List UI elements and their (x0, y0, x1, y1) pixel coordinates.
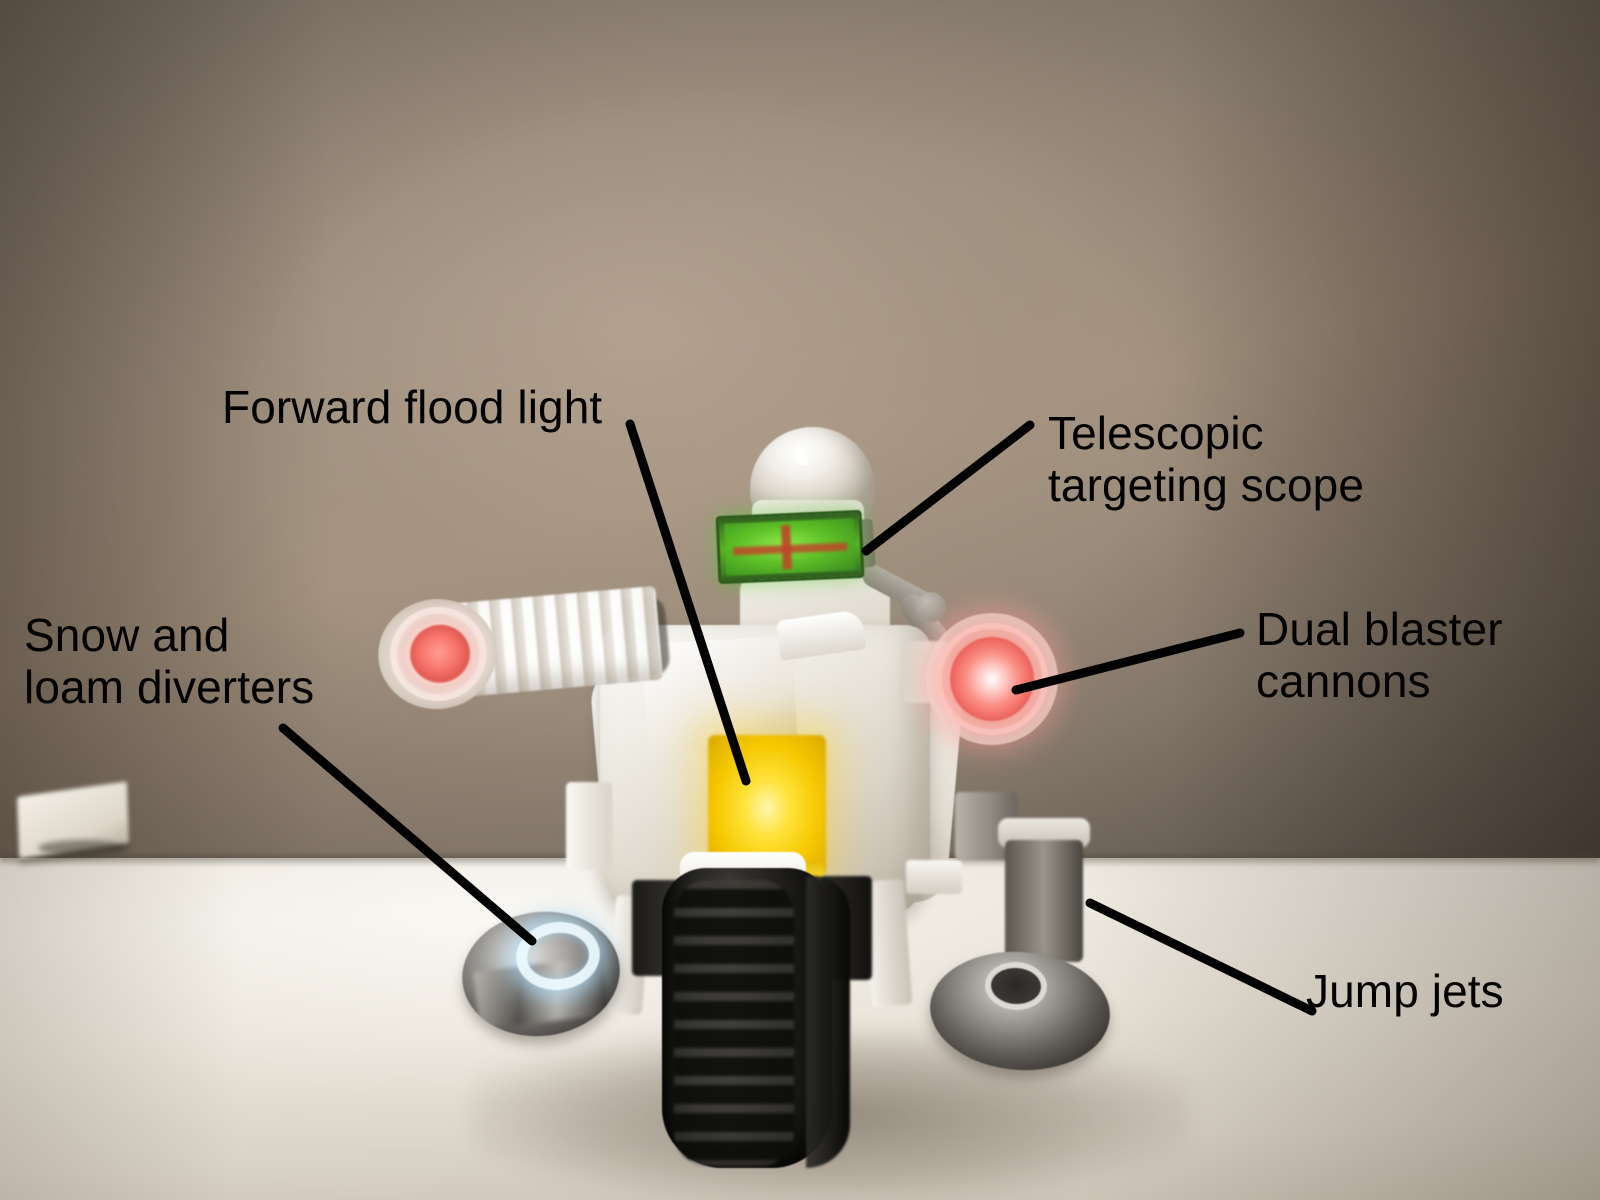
annotation-label-forward-flood-light: Forward flood light (222, 381, 603, 433)
leader-line-jump-jets (1085, 898, 1317, 1016)
wall-shadow-left (0, 0, 330, 880)
tire-sidewall (806, 876, 850, 1168)
minifigure-hand (916, 592, 946, 622)
forward-flood-light-part (708, 735, 826, 875)
tire-tread (674, 880, 794, 1166)
annotation-label-jump-jets: Jump jets (1306, 965, 1504, 1017)
helmet-specular-highlight (795, 453, 809, 465)
right-blaster-cannon (902, 613, 1058, 745)
right-cannon-glow (950, 637, 1034, 721)
annotation-label-dual-blaster-cannons: Dual blaster cannons (1256, 603, 1503, 707)
jump-jet-cylinder (1005, 840, 1083, 962)
body-strut-left-upper (566, 782, 612, 870)
table-shadow-left (0, 858, 240, 1200)
leader-line-forward-flood-light (625, 419, 751, 786)
leader-line-telescopic-targeting-scope (861, 420, 1035, 556)
stray-lego-brick-shadow (38, 840, 126, 856)
leader-line-dual-blaster-cannons (1011, 628, 1245, 695)
wall-shadow-right (1170, 0, 1600, 880)
leader-line-snow-and-loam-diverters (278, 723, 537, 946)
annotation-label-telescopic-targeting-scope: Telescopic targeting scope (1048, 407, 1365, 511)
annotation-label-snow-and-loam-diverters: Snow and loam diverters (24, 609, 315, 713)
body-strut-right-upper (906, 860, 962, 894)
